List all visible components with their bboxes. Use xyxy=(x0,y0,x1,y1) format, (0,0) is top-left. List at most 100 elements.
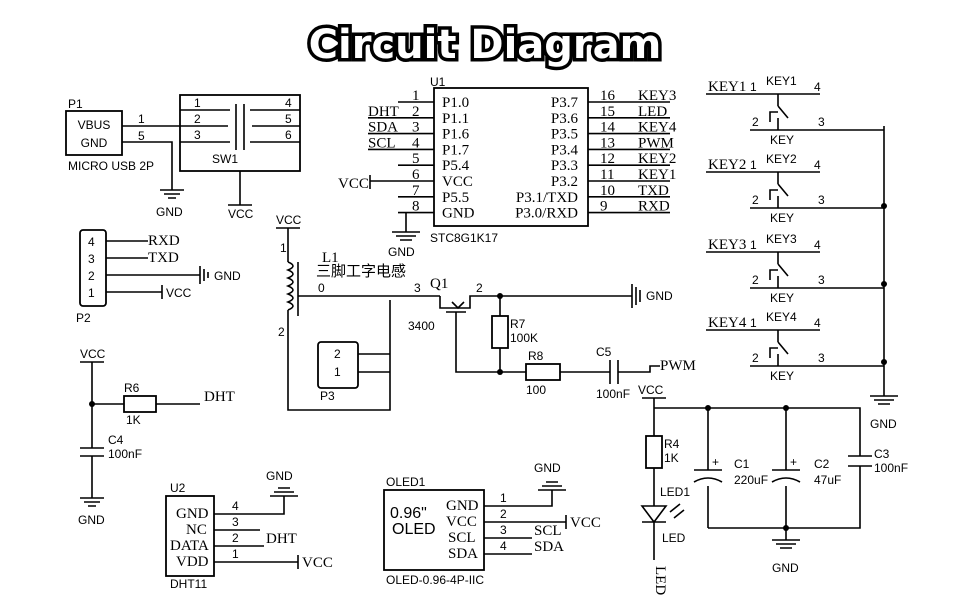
oled-pin-vcc: VCC xyxy=(446,514,477,530)
p1-ref: P1 xyxy=(68,97,83,111)
sw1-ref: SW1 xyxy=(212,152,238,166)
key-label: KEY xyxy=(770,291,794,305)
u1-body xyxy=(433,87,589,227)
key-switch-wires xyxy=(706,93,884,131)
key-pin-num: 1 xyxy=(750,238,757,252)
l1-pin2: 2 xyxy=(278,325,285,339)
key-label: KEY xyxy=(770,133,794,147)
gnd-label-c4: GND xyxy=(78,513,105,527)
c4-ref: C4 xyxy=(108,433,124,447)
c1-value: 220uF xyxy=(734,473,768,487)
u1-right-pin-num: 10 xyxy=(600,183,615,199)
c5-value: 100nF xyxy=(596,387,630,401)
gnd-symbol-p1: GND xyxy=(156,189,184,219)
gnd-label-oled: GND xyxy=(534,461,561,475)
u1-right-pin-num: 11 xyxy=(600,167,614,183)
l1-desc: 三脚工字电感 xyxy=(316,263,406,280)
u1-left-pin-num: 6 xyxy=(412,167,420,183)
oled-num4: 4 xyxy=(500,539,507,553)
gnd-symbol-u2: GND xyxy=(266,469,298,497)
gnd-symbol-u1: GND xyxy=(388,213,420,259)
u2-pin-nc: NC xyxy=(186,522,207,538)
c3-value: 100nF xyxy=(874,461,908,475)
oled-size: 0.96" xyxy=(390,505,427,522)
u2-net-vcc: VCC xyxy=(302,555,333,571)
key-switch-wires xyxy=(706,171,884,209)
p2-net-vcc: VCC xyxy=(166,286,192,300)
key-pin-num: 3 xyxy=(818,193,825,207)
p2-pin1: 1 xyxy=(88,286,95,300)
key-ref: KEY1 xyxy=(766,74,797,88)
u2-ref: U2 xyxy=(170,481,186,495)
u1-right-pin-name: P3.4 xyxy=(551,142,579,158)
gnd-label-keys: GND xyxy=(870,417,897,431)
vcc-symbol-r4: VCC xyxy=(638,383,666,399)
vcc-label-r6: VCC xyxy=(80,347,106,361)
u1-left-pin-name: P1.1 xyxy=(442,111,469,127)
c5-ref: C5 xyxy=(596,345,612,359)
u1-right-net: KEY4 xyxy=(638,120,677,136)
u2-pin-gnd: GND xyxy=(176,506,209,522)
l1-pin1: 1 xyxy=(280,241,287,255)
r6-ref: R6 xyxy=(124,381,140,395)
c2-value: 47uF xyxy=(814,473,841,487)
u2-name: DHT11 xyxy=(170,577,207,591)
key-pin-num: 4 xyxy=(814,158,821,172)
key-pin-num: 4 xyxy=(814,316,821,330)
key-common-rail: GND xyxy=(870,126,898,431)
p1-name: MICRO USB 2P xyxy=(68,159,154,173)
p3-connector: 2 1 P3 xyxy=(317,341,390,403)
u1-left-pin-num: 1 xyxy=(412,88,420,104)
u1-right-net: KEY1 xyxy=(638,167,676,183)
sw1-pin2: 2 xyxy=(194,112,201,126)
r8-value: 100 xyxy=(526,383,546,397)
r4-resistor: R4 1K xyxy=(645,398,680,506)
key-ref: KEY2 xyxy=(766,152,797,166)
u2-body xyxy=(165,495,215,577)
gnd-label-caps: GND xyxy=(772,561,799,575)
vcc-label-sw1: VCC xyxy=(228,207,254,221)
r8-ref: R8 xyxy=(528,349,544,363)
r7-resistor: R7 100K xyxy=(491,293,538,375)
p2-net-txd: TXD xyxy=(148,250,179,266)
sw1-pin6: 6 xyxy=(285,128,292,142)
p2-header: P2 4 3 2 1 RXD TXD GND VCC xyxy=(76,229,241,325)
u2-dht11: U2 GND NC DATA VDD DHT11 4 3 2 1 DHT VCC xyxy=(165,481,333,591)
u1-left-pin-num: 7 xyxy=(412,183,420,199)
oled-num1: 1 xyxy=(500,491,507,505)
vcc-symbol-l1: VCC xyxy=(276,213,302,262)
u1-right-net: RXD xyxy=(638,199,670,215)
u1-right-pin-num: 14 xyxy=(600,120,616,136)
key-net-label: KEY1 xyxy=(708,79,746,95)
u2-num3: 3 xyxy=(232,515,239,529)
vcc-symbol-sw1: VCC xyxy=(228,204,254,221)
oled-net-scl: SCL xyxy=(534,523,562,539)
u1-right-pin-name: P3.5 xyxy=(551,127,578,143)
l1-pin0: 0 xyxy=(318,281,325,295)
u1-name: STC8G1K17 xyxy=(430,231,498,245)
sw1-pin5: 5 xyxy=(285,112,292,126)
u1-right-net: PWM xyxy=(638,135,674,151)
p3-pin1: 1 xyxy=(334,365,341,379)
led1-diode: LED1 LED LED xyxy=(640,485,690,595)
p3-pin2: 2 xyxy=(334,347,341,361)
p1-body xyxy=(65,110,123,156)
p2-body xyxy=(79,229,107,307)
key-ref: KEY4 xyxy=(766,310,797,324)
l1-pin3: 3 xyxy=(414,281,421,295)
u1-left-pin-name: P1.0 xyxy=(442,95,469,111)
oled-label: OLED xyxy=(392,521,436,538)
u1-right-pin-num: 13 xyxy=(600,135,615,151)
oled-pin-sda: SDA xyxy=(448,546,478,562)
p1-pin1-num: 1 xyxy=(138,112,145,126)
p1-pin5-num: 5 xyxy=(138,129,145,143)
key-pin-num: 4 xyxy=(814,238,821,252)
r7-ref: R7 xyxy=(510,317,526,331)
c4-value: 100nF xyxy=(108,447,142,461)
oled-pin-scl: SCL xyxy=(448,530,476,546)
u1-left-pin-num: 8 xyxy=(412,199,420,215)
